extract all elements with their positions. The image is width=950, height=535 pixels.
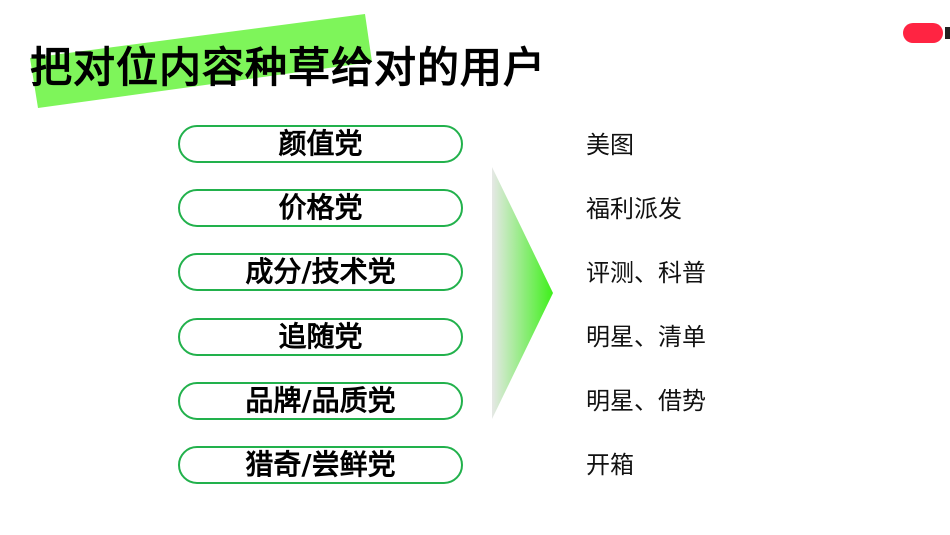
- audience-pill-5: 品牌/品质党: [178, 382, 463, 420]
- title-highlight-band: [30, 14, 372, 108]
- audience-pill-1: 颜值党: [178, 125, 463, 163]
- xiaohongshu-logo: [903, 23, 943, 43]
- page-title: 把对位内容种草给对的用户: [30, 43, 547, 92]
- content-label-5: 明星、借势: [586, 387, 706, 415]
- arrow-triangle-icon: [492, 167, 553, 419]
- content-label-1: 美图: [586, 131, 634, 159]
- audience-pill-3: 成分/技术党: [178, 253, 463, 291]
- audience-pill-6: 猎奇/尝鲜党: [178, 446, 463, 484]
- audience-pill-2: 价格党: [178, 189, 463, 227]
- content-label-4: 明星、清单: [586, 323, 706, 351]
- audience-pill-4: 追随党: [178, 318, 463, 356]
- content-label-2: 福利派发: [586, 195, 682, 223]
- content-label-6: 开箱: [586, 451, 634, 479]
- logo-fragment: [945, 27, 950, 39]
- content-label-3: 评测、科普: [586, 259, 706, 287]
